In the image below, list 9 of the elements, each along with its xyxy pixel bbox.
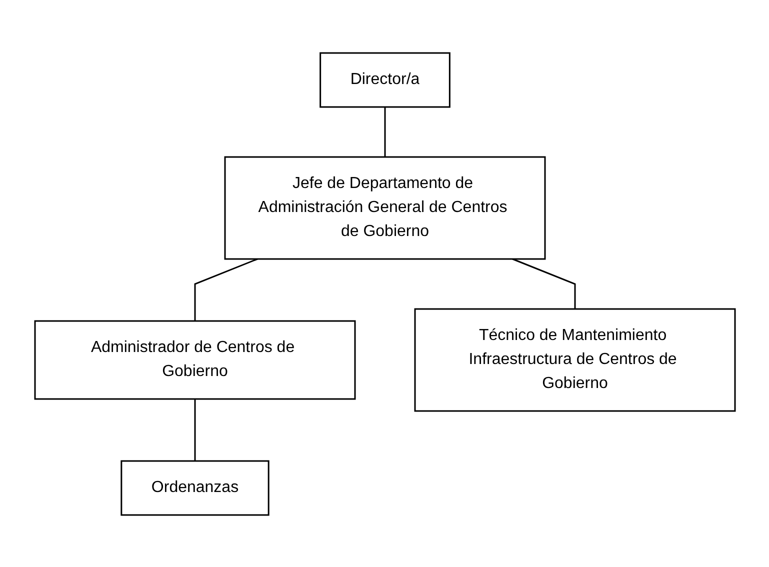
- node-box: Director/a: [319, 52, 450, 108]
- connector: [194, 258, 258, 320]
- node-box: Jefe de Departamento de Administración General de Centros de Gobierno: [224, 156, 546, 260]
- connector: [512, 258, 576, 308]
- node-box: Técnico de Mantenimiento Infraestructura de Centros de Gobierno: [414, 308, 736, 412]
- connector: [384, 106, 386, 156]
- connector: [194, 398, 196, 460]
- node-box: Administrador de Centros de Gobierno: [34, 320, 356, 400]
- node-box: Ordenanzas: [120, 460, 269, 516]
